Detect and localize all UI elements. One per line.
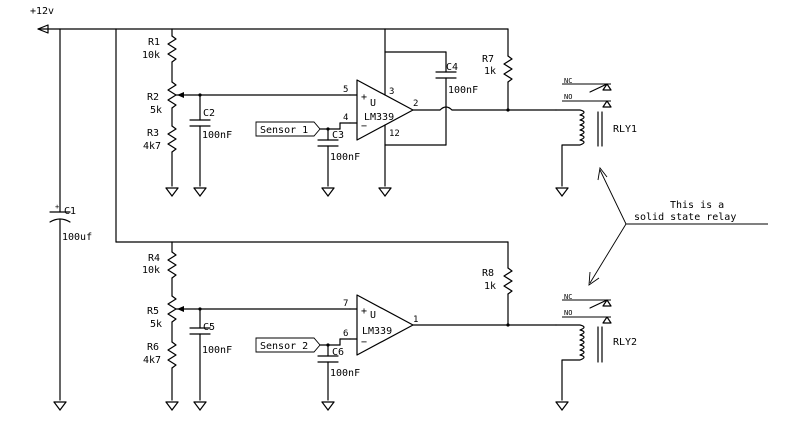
rly1-nc: NC bbox=[564, 77, 572, 85]
r1-resistor bbox=[167, 35, 177, 63]
ground-icon bbox=[555, 401, 569, 411]
c1-branch: + C1 100uf bbox=[49, 28, 92, 411]
r7-resistor: R7 1k bbox=[482, 28, 513, 112]
ground-icon bbox=[555, 187, 569, 197]
ground-icon bbox=[321, 401, 335, 411]
svg-text:+: + bbox=[55, 203, 59, 211]
comp1-pin-out: 2 bbox=[413, 99, 418, 109]
r3-ref: R3 bbox=[147, 128, 159, 139]
r6-resistor bbox=[167, 341, 177, 369]
relay-2: NC NO RLY2 bbox=[555, 293, 637, 411]
ground-icon bbox=[165, 401, 179, 411]
supply-arrow-icon bbox=[37, 24, 49, 34]
sensor-1-label: Sensor 1 bbox=[260, 125, 308, 136]
r4-ref: R4 bbox=[148, 253, 160, 264]
c5-value: 100nF bbox=[202, 345, 232, 356]
comp2-minus: − bbox=[361, 337, 367, 348]
c3-capacitor: C3 100nF bbox=[317, 127, 360, 197]
r6-value: 4k7 bbox=[143, 355, 161, 366]
annotation: This is a solid state relay bbox=[588, 166, 768, 286]
comp2-pin-plus: 7 bbox=[343, 299, 348, 309]
r3-value: 4k7 bbox=[143, 141, 161, 152]
ground-icon bbox=[193, 187, 207, 197]
r7-ref: R7 bbox=[482, 54, 494, 65]
rly1-coil bbox=[555, 109, 585, 187]
comp1-plus: + bbox=[361, 92, 367, 103]
divider-2: R4 10k R5 5k R6 4k7 bbox=[142, 241, 351, 411]
c2-ref: C2 bbox=[203, 108, 215, 119]
c5-capacitor: C5 100nF bbox=[189, 307, 232, 411]
rly2-no: NO bbox=[564, 309, 572, 317]
comp1-minus: − bbox=[361, 121, 367, 132]
comp1-pin-gnd: 12 bbox=[389, 129, 400, 139]
rly2-ref: RLY2 bbox=[613, 337, 637, 348]
comparator-1: + − U LM339 5 4 2 3 12 bbox=[343, 28, 557, 197]
c4-value: 100nF bbox=[448, 85, 478, 96]
supply-label: +12v bbox=[30, 6, 54, 17]
comparator-2: + − U LM339 7 6 1 bbox=[343, 294, 557, 356]
r2-ref: R2 bbox=[147, 92, 159, 103]
sensor-2-label: Sensor 2 bbox=[260, 341, 308, 352]
r1-value: 10k bbox=[142, 50, 160, 61]
c6-ref: C6 bbox=[332, 347, 344, 358]
sensor-2: Sensor 2 bbox=[255, 337, 351, 353]
c6-value: 100nF bbox=[330, 368, 360, 379]
r1-ref: R1 bbox=[148, 37, 160, 48]
c1-ref: C1 bbox=[64, 206, 76, 217]
annotation-line2: solid state relay bbox=[634, 212, 736, 223]
rly2-nc: NC bbox=[564, 293, 572, 301]
comp1-pin-minus: 4 bbox=[343, 113, 348, 123]
ground-icon bbox=[193, 401, 207, 411]
c2-value: 100nF bbox=[202, 130, 232, 141]
comp2-u: U bbox=[370, 310, 376, 321]
ground-icon bbox=[378, 187, 392, 197]
r8-value: 1k bbox=[484, 281, 496, 292]
sensor-1: Sensor 1 bbox=[255, 121, 351, 137]
comp2-pin-out: 1 bbox=[413, 315, 418, 325]
r5-potentiometer bbox=[167, 295, 177, 323]
rly2-coil bbox=[555, 324, 585, 401]
c3-ref: C3 bbox=[332, 130, 344, 141]
divider-1: R1 10k R2 5k R3 4k7 bbox=[142, 28, 351, 197]
ground-icon bbox=[53, 401, 67, 411]
comp1-pin-plus: 5 bbox=[343, 85, 348, 95]
annotation-line1: This is a bbox=[670, 200, 724, 211]
r4-value: 10k bbox=[142, 265, 160, 276]
r5-ref: R5 bbox=[147, 306, 159, 317]
r4-resistor bbox=[167, 251, 177, 279]
r3-resistor bbox=[167, 125, 177, 153]
c3-value: 100nF bbox=[330, 152, 360, 163]
c6-capacitor: C6 100nF bbox=[317, 343, 360, 411]
r7-value: 1k bbox=[484, 66, 496, 77]
rly1-no: NO bbox=[564, 93, 572, 101]
ground-icon bbox=[321, 187, 335, 197]
comp2-part: LM339 bbox=[362, 326, 392, 337]
r8-ref: R8 bbox=[482, 268, 494, 279]
r2-potentiometer bbox=[167, 81, 177, 109]
supply-rail: +12v bbox=[30, 6, 509, 34]
r6-ref: R6 bbox=[147, 342, 159, 353]
comp1-pin-vcc: 3 bbox=[389, 87, 394, 97]
comp1-u: U bbox=[370, 98, 376, 109]
c2-capacitor: C2 100nF bbox=[189, 93, 232, 197]
c4-ref: C4 bbox=[446, 62, 458, 73]
c4-capacitor: C4 100nF bbox=[384, 51, 478, 146]
rly1-ref: RLY1 bbox=[613, 124, 637, 135]
comp1-part: LM339 bbox=[364, 112, 394, 123]
r2-value: 5k bbox=[150, 105, 162, 116]
comp2-pin-minus: 6 bbox=[343, 329, 348, 339]
r8-resistor: R8 1k bbox=[482, 241, 513, 327]
c1-value: 100uf bbox=[62, 232, 92, 243]
r5-value: 5k bbox=[150, 319, 162, 330]
comp2-plus: + bbox=[361, 306, 367, 317]
relay-1: NC NO RLY1 bbox=[555, 77, 637, 197]
ground-icon bbox=[165, 187, 179, 197]
c5-ref: C5 bbox=[203, 322, 215, 333]
